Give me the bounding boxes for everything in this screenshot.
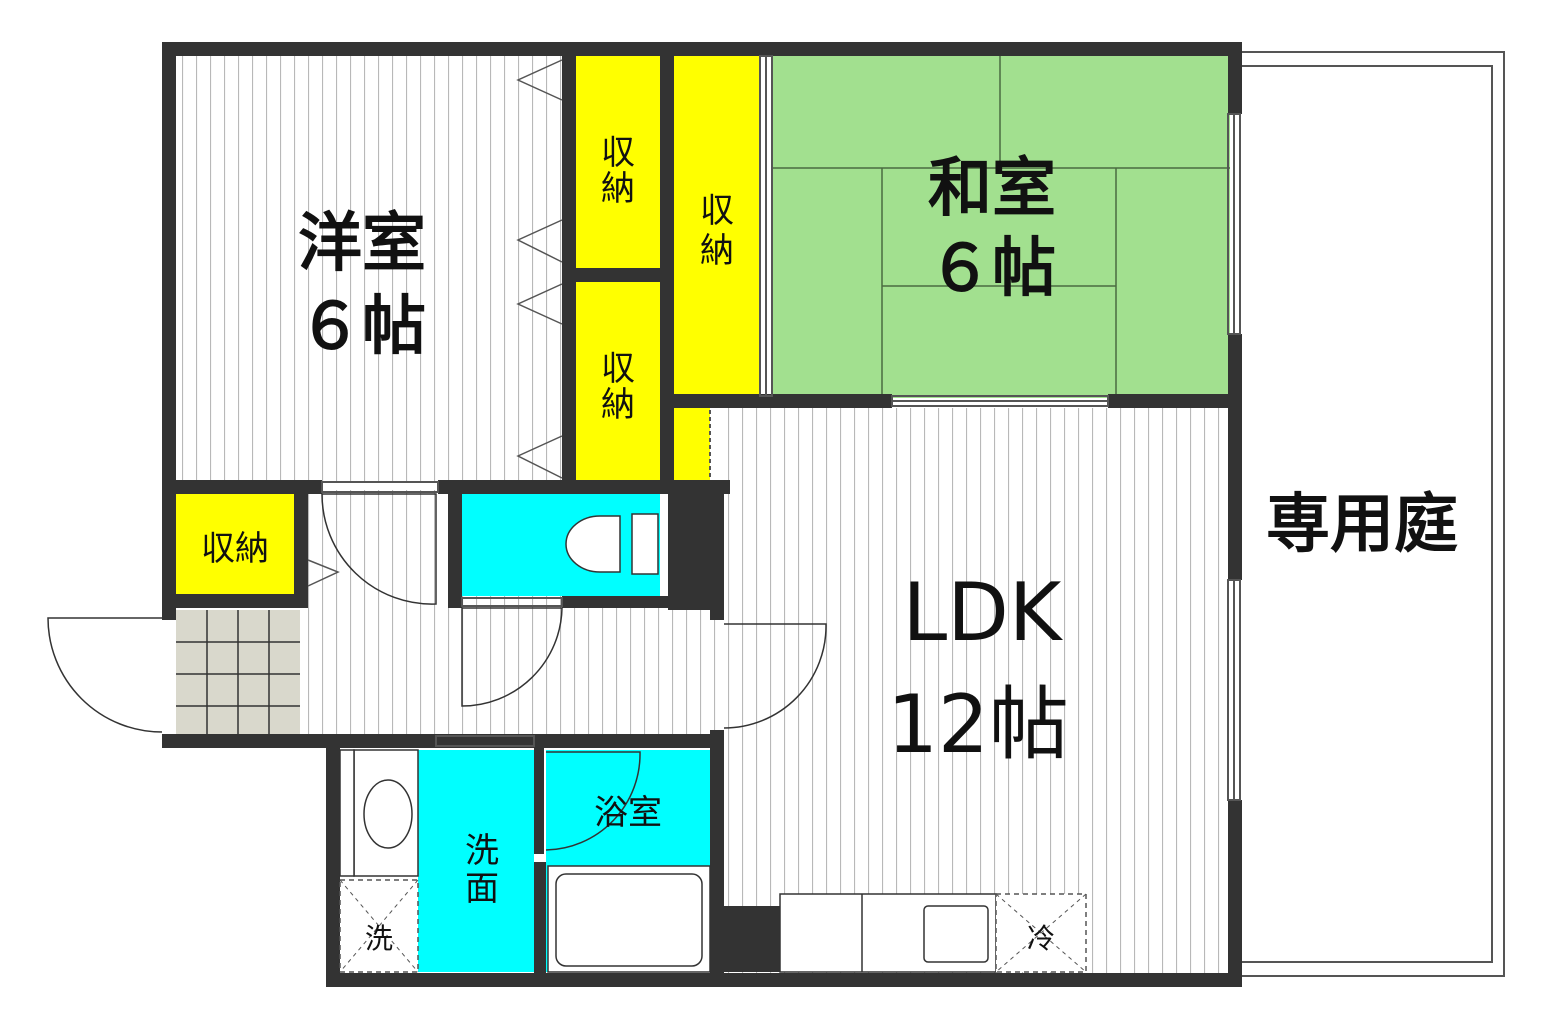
walls: [162, 42, 1242, 987]
storage-closet-small: [176, 494, 294, 594]
washing-machine-space: [339, 879, 419, 973]
western-room-size: ６帖: [298, 290, 426, 364]
storage-closet-nook: [674, 408, 710, 480]
garden-name: 専用庭: [1266, 488, 1458, 562]
window-marks: [321, 55, 1241, 801]
entrance-tiles: [176, 610, 300, 738]
storage-closet-upper-2: [576, 282, 660, 480]
ldk-name: LDK: [903, 566, 1064, 659]
storage-1-line2: 納: [601, 169, 635, 209]
washroom-line1: 洗: [465, 831, 499, 871]
fridge-space: [995, 893, 1087, 973]
western-room-floor: [176, 55, 566, 483]
ldk-size: 12帖: [887, 678, 1069, 771]
storage-3-line1: 収: [700, 191, 734, 231]
japanese-room-name: 和室: [928, 152, 1056, 226]
storage-2-line2: 納: [601, 385, 635, 425]
washbasin-icon: [339, 749, 419, 877]
private-garden: [1239, 51, 1505, 977]
storage-closet-japanese: [674, 55, 760, 395]
toilet-room: [462, 494, 660, 596]
ldk-floor: [720, 408, 1230, 973]
door-swing-icon: [47, 493, 827, 851]
sink-icon: [923, 905, 989, 963]
bathroom-label: 浴室: [594, 793, 662, 833]
japanese-room-tatami: [772, 56, 1230, 398]
toilet-icon: [565, 513, 659, 575]
kitchen-counter: [779, 893, 997, 973]
storage-2-line1: 収: [601, 349, 635, 389]
storage-small-label: 収納: [201, 529, 269, 569]
fridge-label: 冷: [1027, 922, 1055, 955]
washer-label: 洗: [365, 922, 393, 955]
closet-door-marks: [307, 59, 563, 587]
washroom-floor: [418, 750, 534, 972]
storage-closet-upper-1: [576, 55, 660, 268]
bathtub-icon: [547, 865, 711, 973]
storage-1-line1: 収: [601, 133, 635, 173]
western-room-name: 洋室: [298, 207, 426, 281]
storage-3-line2: 納: [700, 231, 734, 271]
japanese-room-size: ６帖: [928, 232, 1056, 306]
washroom-line2: 面: [465, 869, 499, 909]
